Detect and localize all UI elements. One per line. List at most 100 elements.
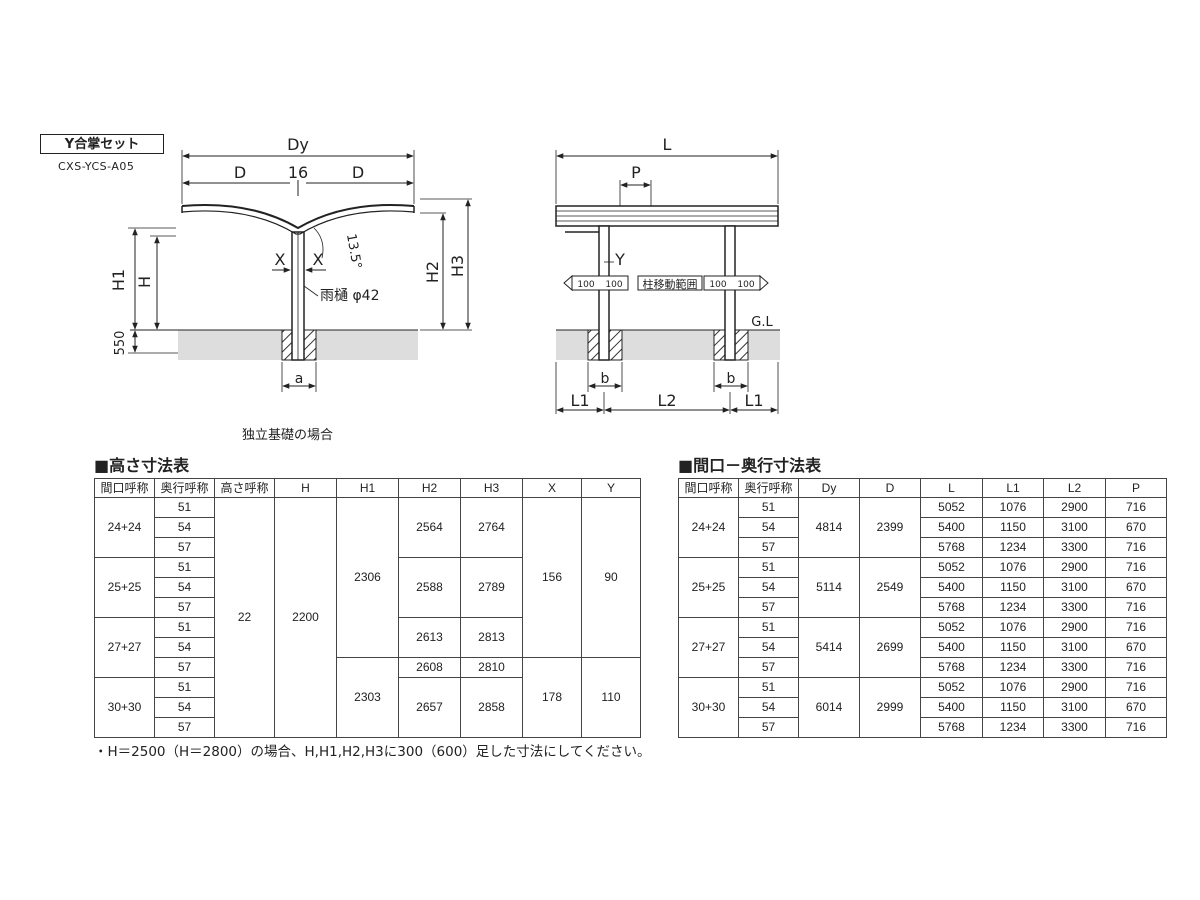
column-header: Y — [581, 478, 641, 498]
l-cell: 5768 — [920, 597, 983, 618]
h2-cell: 2613 — [398, 617, 461, 658]
column-header: L2 — [1043, 478, 1106, 498]
depth-cell: 57 — [154, 597, 215, 618]
p-cell: 716 — [1105, 537, 1167, 558]
l1-cell: 1076 — [982, 497, 1044, 518]
depth-cell: 51 — [154, 497, 215, 518]
depth-cell: 51 — [154, 677, 215, 698]
offset-100-2: 100 — [605, 280, 622, 290]
l1-cell: 1234 — [982, 717, 1044, 738]
depth-cell: 57 — [738, 537, 799, 558]
dim-x-right-label: X — [313, 250, 324, 269]
p-cell: 716 — [1105, 617, 1167, 638]
l2-cell: 3100 — [1043, 517, 1106, 538]
h3-cell: 2813 — [460, 617, 523, 658]
frontage-cell: 30+30 — [678, 677, 739, 738]
l-cell: 5400 — [920, 577, 983, 598]
post-side-left — [598, 225, 610, 361]
header-row: 間口呼称 奥行呼称 Dy D L L1 L2 P — [678, 478, 1167, 498]
depth-cell: 57 — [154, 537, 215, 558]
l1-cell: 1150 — [982, 577, 1044, 598]
column-header: H1 — [336, 478, 399, 498]
l2-cell: 2900 — [1043, 677, 1106, 698]
column-header: 間口呼称 — [678, 478, 739, 498]
h1-cell: 2306 — [336, 497, 399, 658]
size-table-title: ■間口－奥行寸法表 — [678, 456, 822, 475]
model-code: CXS-YCS-A05 — [58, 160, 135, 173]
l1-cell: 1234 — [982, 537, 1044, 558]
dim-d-right-label: D — [352, 163, 364, 182]
table-row: 27+27 51 2613 2813 — [94, 617, 641, 678]
h1-cell: 2303 — [336, 657, 399, 738]
h2-cell: 2588 — [398, 557, 461, 618]
l2-cell: 2900 — [1043, 557, 1106, 578]
depth-cell: 54 — [738, 577, 799, 598]
l1-cell: 1076 — [982, 617, 1044, 638]
depth-cell: 57 — [154, 657, 215, 678]
d-cell: 2699 — [859, 617, 921, 678]
l1-cell: 1150 — [982, 517, 1044, 538]
dy-cell: 6014 — [798, 677, 860, 738]
front-view — [128, 150, 472, 392]
frontage-cell: 25+25 — [678, 557, 739, 618]
h3-cell: 2810 — [460, 657, 523, 678]
height-table: 間口呼称 奥行呼称 高さ呼称 H H1 H2 H3 X Y 24+24 51 2… — [94, 478, 641, 738]
dim-16-label: 16 — [288, 163, 308, 182]
table-row: 54 — [95, 577, 641, 598]
l2-cell: 3300 — [1043, 597, 1106, 618]
h-cell: 2200 — [274, 497, 337, 738]
depth-cell: 51 — [738, 497, 799, 518]
depth-cell: 57 — [738, 597, 799, 618]
p-cell: 670 — [1105, 637, 1167, 658]
column-header: L — [920, 478, 983, 498]
l1-cell: 1076 — [982, 677, 1044, 698]
depth-cell: 54 — [738, 517, 799, 538]
dim-550-label: 550 — [113, 331, 128, 356]
dim-h1-label: H1 — [109, 269, 128, 291]
frontage-cell: 27+27 — [678, 617, 739, 678]
column-header: H — [274, 478, 337, 498]
p-cell: 716 — [1105, 597, 1167, 618]
offset-100-3: 100 — [709, 280, 726, 290]
side-view-labels: L P Y G.L 100 100 柱移動範囲 100 100 b b L1 L… — [570, 135, 773, 410]
dim-a-label: a — [295, 371, 304, 387]
dim-l-label: L — [663, 135, 672, 154]
column-header: H3 — [460, 478, 523, 498]
p-cell: 716 — [1105, 497, 1167, 518]
l-cell: 5768 — [920, 537, 983, 558]
h3-cell: 2764 — [460, 497, 523, 558]
carport-drawings: Dy D 16 D H1 H 550 H2 H3 X X 13.5° 雨樋 φ4… — [109, 135, 780, 414]
dim-dy-label: Dy — [287, 135, 309, 154]
dim-x-left-label: X — [275, 250, 286, 269]
frontage-cell: 27+27 — [94, 617, 155, 678]
depth-cell: 57 — [738, 717, 799, 738]
offset-100-1: 100 — [577, 280, 594, 290]
set-name-badge: Y合掌セット — [40, 134, 164, 154]
angle-label: 13.5° — [343, 233, 364, 271]
l-cell: 5052 — [920, 497, 983, 518]
d-cell: 2399 — [859, 497, 921, 558]
footnote: ・H＝2500（H＝2800）の場合、H,H1,H2,H3に300（600）足し… — [94, 744, 651, 760]
table-row: 30+30 51 2657 2858 — [94, 677, 641, 738]
l2-cell: 3300 — [1043, 717, 1106, 738]
l1-cell: 1150 — [982, 697, 1044, 718]
p-cell: 716 — [1105, 717, 1167, 738]
height-table-title: ■高さ寸法表 — [94, 456, 190, 475]
l-cell: 5052 — [920, 557, 983, 578]
l2-cell: 3100 — [1043, 577, 1106, 598]
h2-cell: 2564 — [398, 497, 461, 558]
column-header: P — [1105, 478, 1167, 498]
depth-cell: 54 — [154, 517, 215, 538]
dim-y-label: Y — [614, 250, 625, 269]
y-cell: 110 — [581, 657, 641, 738]
h3-cell: 2858 — [460, 677, 523, 738]
depth-cell: 54 — [154, 697, 215, 718]
depth-cell: 54 — [154, 577, 215, 598]
